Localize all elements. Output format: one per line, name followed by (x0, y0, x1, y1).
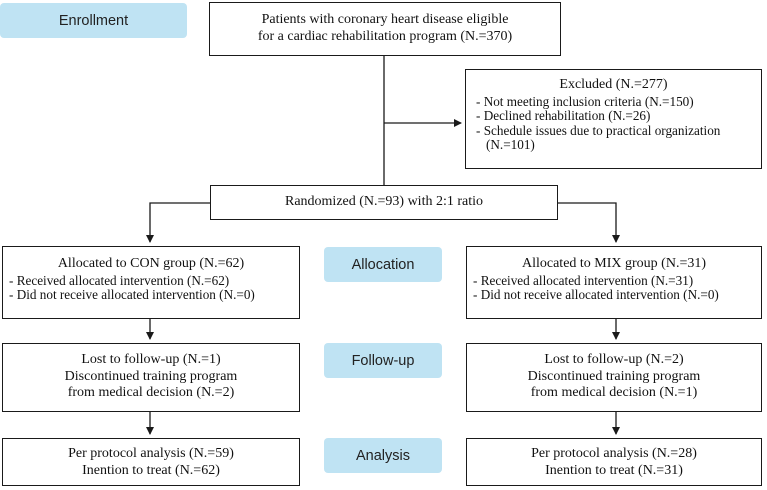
randomized-label: Randomized (N.=93) with 2:1 ratio (284, 194, 484, 209)
mix-followup-line: Discontinued training program (527, 368, 701, 384)
con-allocation-title: Allocated to CON group (N.=62) (57, 256, 245, 271)
excluded-reason-continued: (N.=101) (486, 137, 535, 152)
randomized-box: Randomized (N.=93) with 2:1 ratio (210, 185, 558, 220)
connector-randomized-to-con (146, 202, 210, 243)
mix-allocation-detail: - Received allocated intervention (N.=31… (473, 272, 694, 288)
mix-allocation-detail: - Did not receive allocated intervention… (473, 287, 719, 302)
mix-analysis-box: Per protocol analysis (N.=28) Inention t… (466, 438, 762, 486)
con-allocation-detail: - Did not receive allocated intervention… (9, 287, 255, 302)
excluded-reason: - Not meeting inclusion criteria (N.=150… (476, 93, 694, 109)
con-analysis-line: Per protocol analysis (N.=59) (68, 446, 234, 461)
stage-tag-followup: Follow-up (324, 343, 442, 378)
stage-tag-enrollment: Enrollment (0, 3, 187, 38)
excluded-reason: - Schedule issues due to practical organ… (476, 122, 721, 138)
con-followup-box: Lost to follow-up (N.=1) Discontinued tr… (2, 343, 300, 412)
con-analysis-box: Per protocol analysis (N.=59) Inention t… (2, 438, 300, 486)
con-followup-line: from medical decision (N.=2) (67, 385, 235, 400)
excluded-title: Excluded (N.=277) (559, 77, 668, 92)
excluded-box: Excluded (N.=277) - Not meeting inclusio… (465, 69, 762, 169)
eligible-line-1: Patients with coronary heart disease eli… (261, 12, 509, 27)
connector-randomized-to-mix (558, 202, 620, 243)
eligible-line-2: for a cardiac rehabilitation program (N.… (257, 28, 513, 44)
mix-analysis-line: Per protocol analysis (N.=28) (531, 446, 697, 461)
con-allocation-box: Allocated to CON group (N.=62) - Receive… (2, 246, 300, 319)
con-followup-line: Lost to follow-up (N.=1) (81, 352, 221, 367)
mix-allocation-box: Allocated to MIX group (N.=31) - Receive… (466, 246, 762, 319)
stage-tag-allocation: Allocation (324, 247, 442, 282)
eligible-patients-box: Patients with coronary heart disease eli… (209, 2, 561, 56)
mix-allocation-title: Allocated to MIX group (N.=31) (521, 256, 707, 271)
mix-followup-line: Lost to follow-up (N.=2) (544, 352, 684, 367)
con-analysis-line: Inention to treat (N.=62) (82, 462, 220, 478)
stage-tag-analysis: Analysis (324, 438, 442, 473)
con-followup-line: Discontinued training program (64, 368, 238, 384)
con-allocation-detail: - Received allocated intervention (N.=62… (9, 272, 230, 288)
mix-analysis-line: Inention to treat (N.=31) (545, 462, 683, 478)
excluded-reason: - Declined rehabilitation (N.=26) (476, 108, 651, 123)
mix-followup-box: Lost to follow-up (N.=2) Discontinued tr… (466, 343, 762, 412)
mix-followup-line: from medical decision (N.=1) (530, 385, 698, 400)
